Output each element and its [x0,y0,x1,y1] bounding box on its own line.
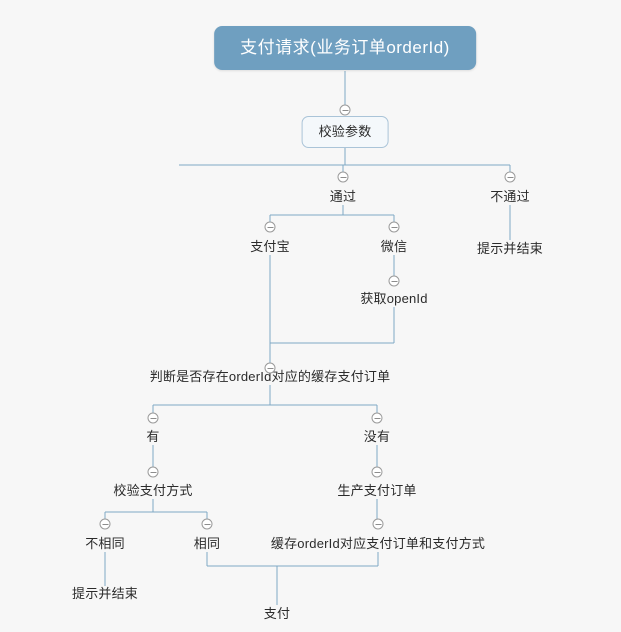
node-gen_order[interactable]: 生产支付订单 [337,483,417,498]
node-openid[interactable]: 获取openId [360,291,428,306]
collapse-minus-circle-icon-openid[interactable] [388,275,400,287]
collapse-minus-circle-icon-check_pay[interactable] [147,466,159,478]
collapse-minus-circle-icon-has[interactable] [147,412,159,424]
node-pass[interactable]: 通过 [329,189,357,204]
node-diff[interactable]: 不相同 [85,536,125,551]
collapse-minus-circle-icon-wechat[interactable] [388,221,400,233]
node-alipay[interactable]: 支付宝 [250,239,290,254]
node-none[interactable]: 没有 [363,429,391,444]
collapse-minus-circle-icon-pass[interactable] [337,171,349,183]
collapse-minus-circle-icon-same[interactable] [201,518,213,530]
collapse-minus-circle-icon-check_cache[interactable] [264,362,276,374]
collapse-minus-circle-icon-cache_order[interactable] [372,518,384,530]
node-has[interactable]: 有 [146,429,160,444]
node-wechat[interactable]: 微信 [380,239,408,254]
node-fail_end[interactable]: 提示并结束 [476,241,544,256]
collapse-minus-circle-icon-validate[interactable] [339,104,351,116]
collapse-minus-circle-icon-none[interactable] [371,412,383,424]
node-check_pay[interactable]: 校验支付方式 [113,483,193,498]
collapse-minus-circle-icon-fail[interactable] [504,171,516,183]
collapse-minus-circle-icon-diff[interactable] [99,518,111,530]
collapse-minus-circle-icon-gen_order[interactable] [371,466,383,478]
node-same[interactable]: 相同 [193,536,221,551]
collapse-minus-circle-icon-alipay[interactable] [264,221,276,233]
node-fail[interactable]: 不通过 [490,189,530,204]
node-validate[interactable]: 校验参数 [301,116,389,148]
node-root[interactable]: 支付请求(业务订单orderId) [214,26,476,70]
node-diff_end[interactable]: 提示并结束 [71,586,139,601]
node-pay[interactable]: 支付 [263,606,291,621]
node-cache_order[interactable]: 缓存orderId对应支付订单和支付方式 [270,536,486,551]
node-check_cache[interactable]: 判断是否存在orderId对应的缓存支付订单 [149,369,391,384]
